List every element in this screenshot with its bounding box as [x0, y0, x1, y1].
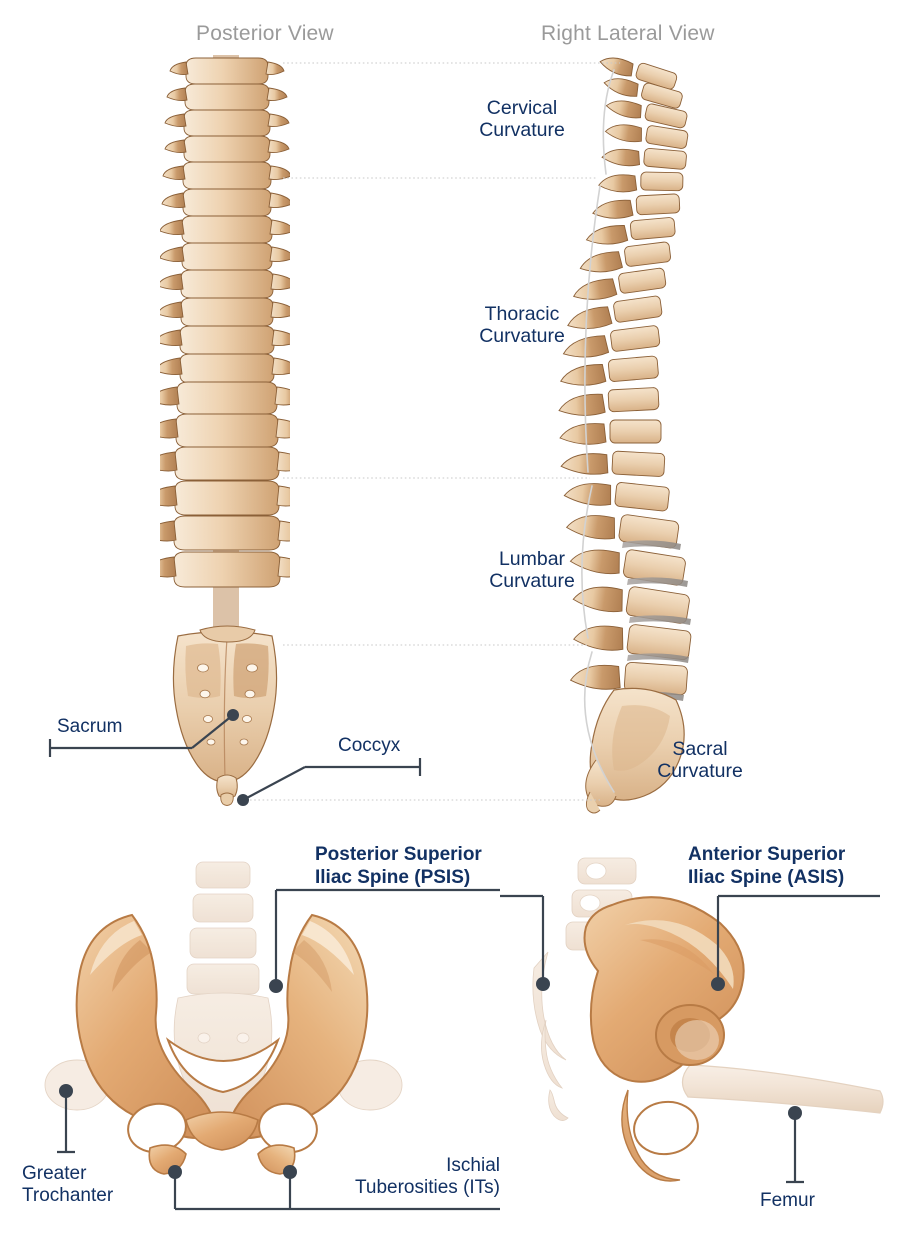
label-ischial-line2: Tuberosities (ITs): [355, 1177, 500, 1198]
sacrum-leader: [48, 709, 239, 757]
label-femur: Femur: [760, 1190, 815, 1211]
label-lumbar-line1: Lumbar: [498, 548, 566, 570]
label-coccyx: Coccyx: [338, 735, 401, 756]
view-title-posterior: Posterior View: [196, 22, 334, 45]
label-sacral-line1: Sacral: [672, 738, 728, 760]
coccyx-leader: [237, 758, 422, 806]
label-sacrum: Sacrum: [57, 716, 123, 737]
label-lumbar-line2: Curvature: [489, 570, 575, 592]
thoracic-trace: [584, 185, 601, 473]
lumbar-trace: [581, 485, 593, 639]
ischial-tuberosities-leader: [168, 1165, 500, 1211]
label-sacral-curvature: Sacral Curvature: [612, 738, 788, 782]
sacral-trace: [583, 651, 615, 793]
label-psis-line2: Iliac Spine (PSIS): [315, 867, 471, 888]
label-ischial-line1: Ischial: [446, 1155, 500, 1176]
label-thoracic-line1: Thoracic: [484, 303, 560, 325]
psis-leader: [269, 888, 500, 993]
label-cervical-line2: Curvature: [479, 119, 565, 141]
greater-trochanter-leader: [57, 1084, 75, 1154]
label-cervical-line1: Cervical: [486, 97, 558, 119]
label-greater-trochanter-line2: Trochanter: [22, 1185, 114, 1206]
label-thoracic-line2: Curvature: [479, 325, 565, 347]
posterior-spine-illustration: [160, 55, 290, 806]
pelvis-posterior-illustration: [44, 861, 403, 1175]
label-greater-trochanter-line1: Greater: [22, 1163, 87, 1184]
label-thoracic-curvature: Thoracic Curvature: [434, 303, 610, 347]
label-asis-line2: Iliac Spine (ASIS): [688, 867, 845, 888]
view-title-lateral: Right Lateral View: [541, 22, 715, 45]
label-psis-line1: Posterior Superior: [315, 844, 482, 865]
pelvis-lateral-illustration: [532, 857, 884, 1182]
femur-leader: [786, 1106, 804, 1184]
asis-leader: [500, 894, 880, 991]
guide-lines: [250, 62, 620, 801]
label-cervical-curvature: Cervical Curvature: [434, 97, 610, 141]
coccyx-shape: [216, 774, 238, 806]
label-lumbar-curvature: Lumbar Curvature: [444, 548, 620, 592]
label-psis: Posterior Superior Iliac Spine (PSIS): [315, 843, 482, 889]
cervical-trace: [602, 69, 615, 175]
curvature-trace-lines: [581, 69, 615, 793]
label-greater-trochanter: Greater Trochanter: [22, 1163, 113, 1207]
label-asis: Anterior Superior Iliac Spine (ASIS): [688, 843, 845, 889]
label-sacral-line2: Curvature: [657, 760, 743, 782]
label-asis-line1: Anterior Superior: [688, 844, 846, 865]
sacrum-shape: [172, 625, 278, 783]
lateral-spine-illustration: [558, 57, 692, 814]
label-ischial-tuberosities: Ischial Tuberosities (ITs): [315, 1155, 500, 1199]
